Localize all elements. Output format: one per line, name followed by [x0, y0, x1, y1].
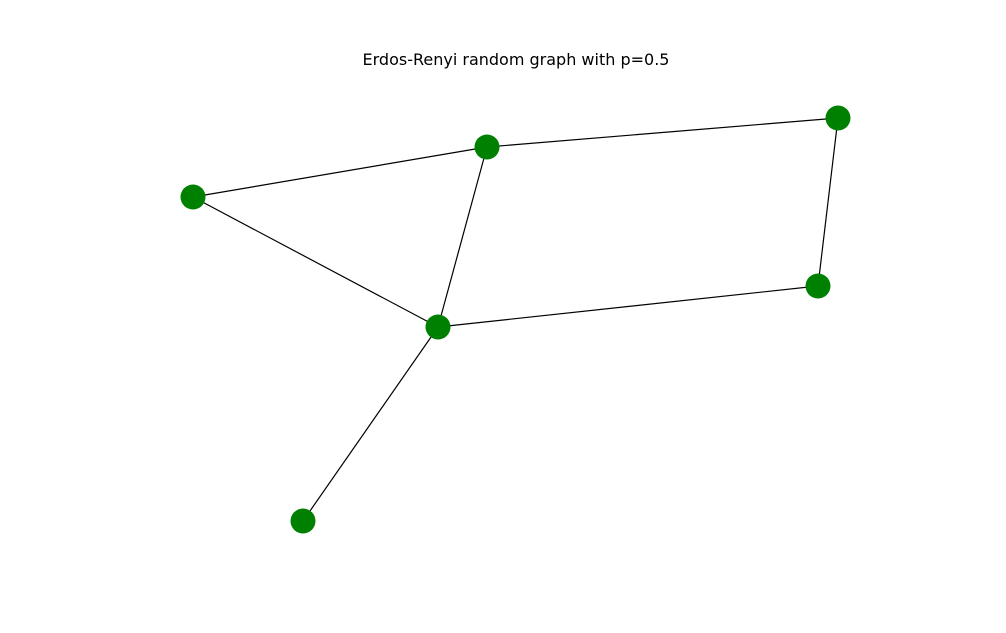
graph-edge-n2-n4: [817, 117, 839, 287]
graph-node-n2: [825, 105, 851, 131]
graph-edge-n1-n3: [437, 146, 488, 328]
figure-title: Erdos-Renyi random graph with p=0.5: [362, 50, 670, 69]
graph-node-n0: [180, 184, 206, 210]
graph-edge-n1-n2: [486, 117, 839, 148]
graph-edge-n0-n1: [192, 146, 488, 198]
graph-edge-n3-n5: [302, 326, 439, 522]
graph-node-n5: [290, 508, 316, 534]
graph-node-n1: [474, 134, 500, 160]
graph-node-n4: [805, 273, 831, 299]
edges-layer: [192, 117, 839, 522]
graph-node-n3: [425, 314, 451, 340]
graph-edge-n3-n4: [437, 285, 819, 328]
nodes-layer: [180, 105, 851, 534]
graph-edge-n0-n3: [192, 196, 439, 328]
